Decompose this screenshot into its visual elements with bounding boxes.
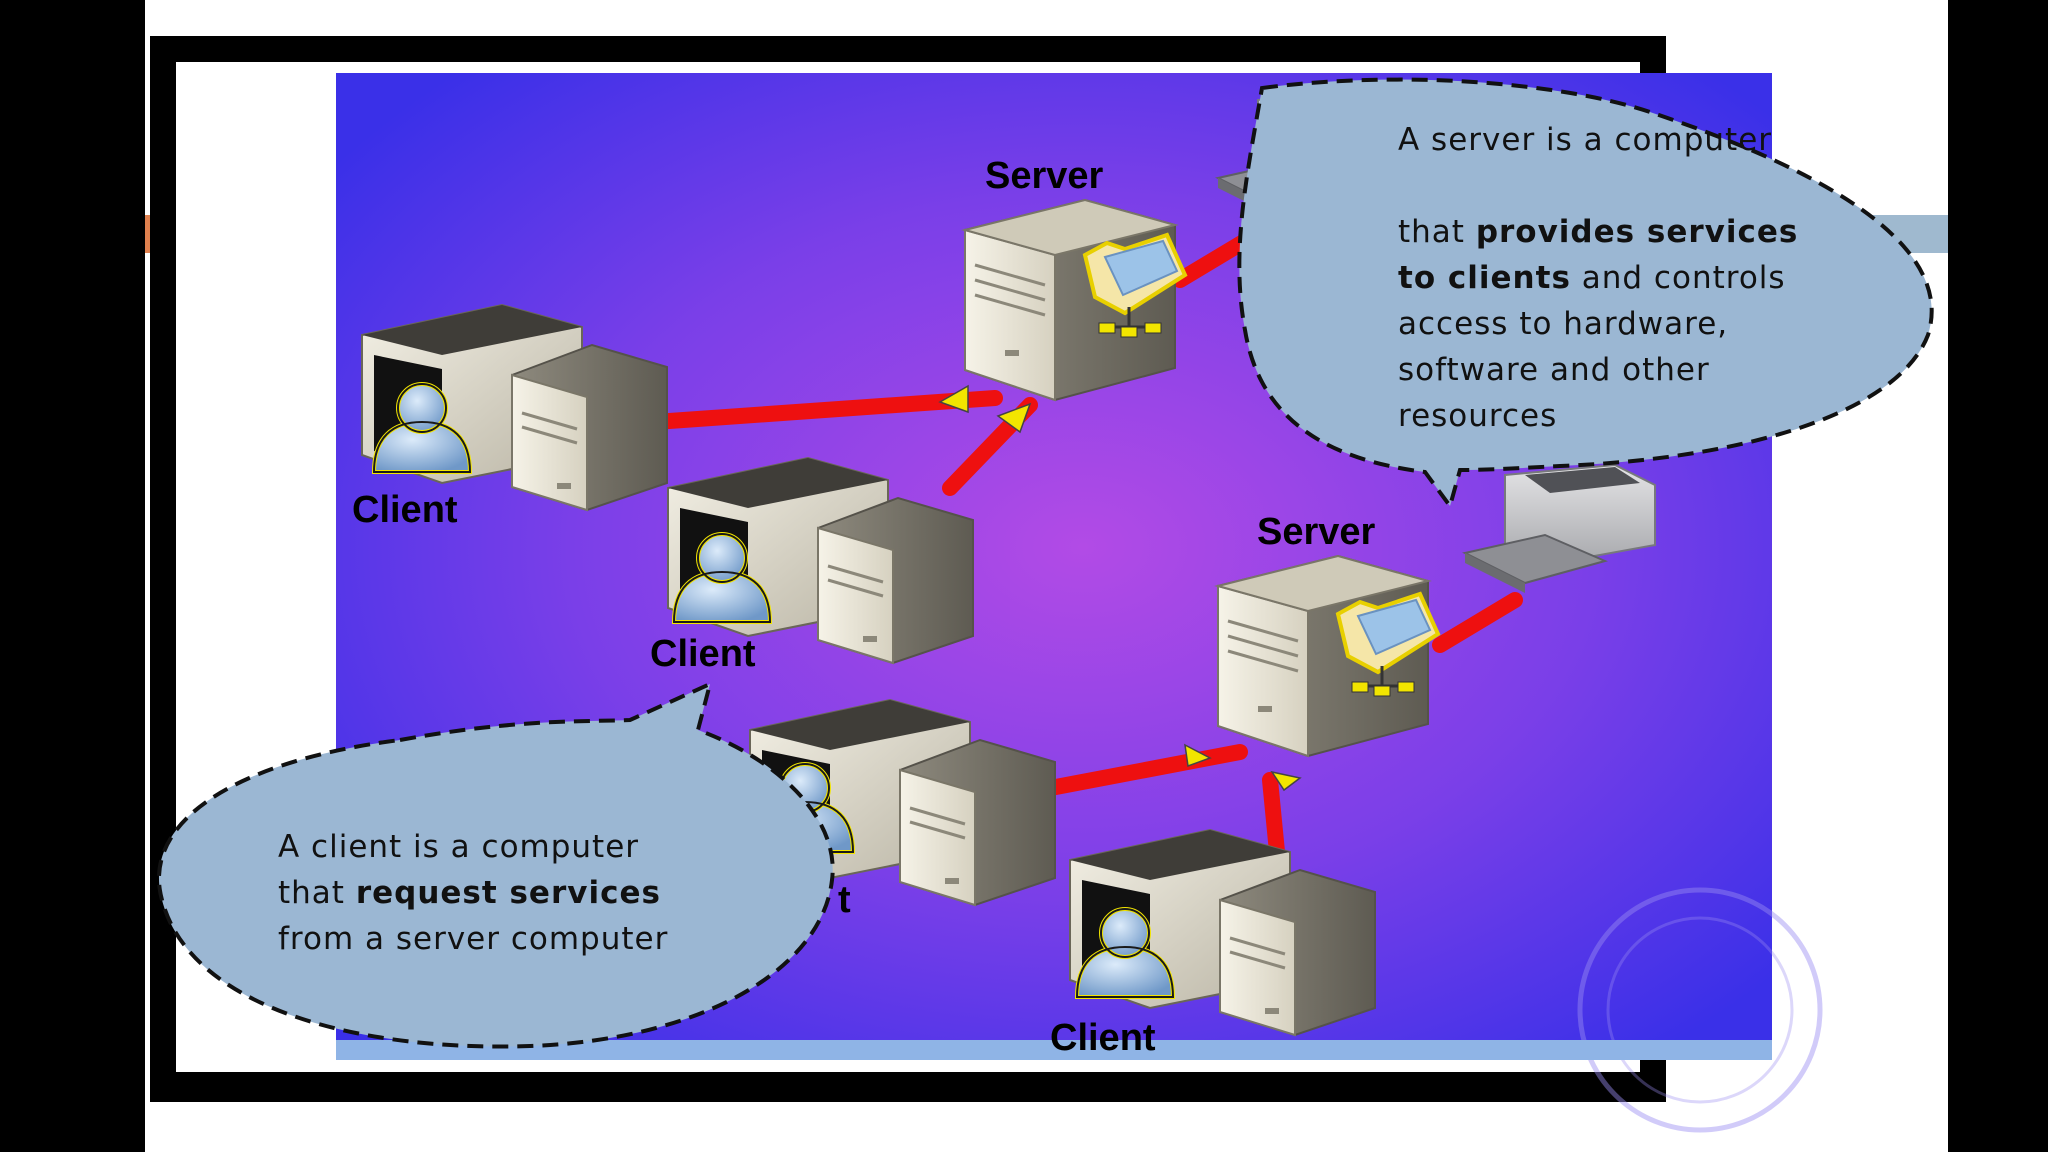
server-2-label: Server bbox=[1257, 511, 1376, 553]
client-3-label: t bbox=[838, 879, 851, 921]
client-callout-text: A client is a computer that request serv… bbox=[278, 824, 798, 962]
server-callout-line-2: that provides services bbox=[1398, 214, 1799, 250]
client-callout-bubble bbox=[157, 680, 835, 1049]
client-4-label: Client bbox=[1050, 1017, 1156, 1059]
client-1-label: Client bbox=[352, 489, 458, 531]
server-callout-line-6: resources bbox=[1398, 398, 1558, 434]
client-callout-line-1: A client is a computer bbox=[278, 829, 640, 865]
server-callout-line-5: software and other bbox=[1398, 352, 1710, 388]
server-1-label: Server bbox=[985, 155, 1104, 197]
client-callout-line-2: that request services bbox=[278, 875, 661, 911]
server-callout-line-4: access to hardware, bbox=[1398, 306, 1729, 342]
client-2-label: Client bbox=[650, 633, 756, 675]
server-callout-text: A server is a computer that provides ser… bbox=[1398, 117, 1918, 439]
client-callout-line-3: from a server computer bbox=[278, 921, 669, 957]
server-callout-line-1: A server is a computer bbox=[1398, 122, 1773, 158]
bottom-band bbox=[336, 1040, 1772, 1060]
link-arrows bbox=[938, 384, 1302, 792]
server-callout-bubble bbox=[1237, 77, 1934, 511]
server-callout-line-3: to clients and controls bbox=[1398, 260, 1786, 296]
watermark-seal bbox=[1577, 887, 1823, 1133]
